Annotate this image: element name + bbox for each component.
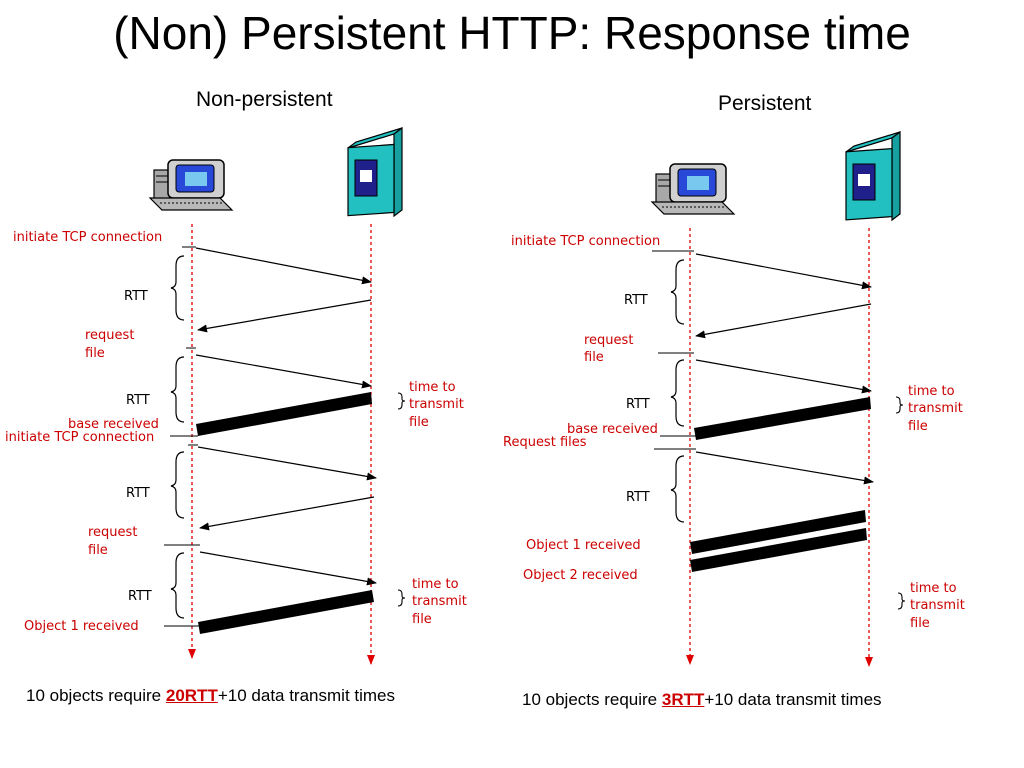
request-arrow: [695, 359, 872, 394]
rtt-label: RTT: [126, 486, 150, 501]
summary-rtt-count: 3RTT: [661, 690, 705, 709]
syn-arrow: [197, 446, 377, 481]
request-arrow: [195, 354, 372, 389]
rtt-label: RTT: [128, 589, 152, 604]
rtt-label: RTT: [624, 293, 648, 308]
request-file-label: request: [85, 328, 135, 343]
synack-arrow: [197, 299, 372, 333]
synack-arrow: [695, 303, 872, 339]
transmit-brace: [397, 392, 406, 410]
syn-arrow: [695, 253, 872, 290]
base-received-label: base received: [567, 422, 658, 437]
left-summary: 10 objects require 20RTT+10 data transmi…: [26, 686, 395, 706]
syn-arrow: [195, 247, 372, 285]
request-file-label-2: file: [85, 346, 105, 361]
client-computer-icon: [650, 163, 736, 215]
slide-title: (Non) Persistent HTTP: Response time: [113, 7, 911, 59]
transmit-brace: [397, 589, 406, 607]
time-to-transmit-label-2: transmit: [910, 598, 965, 613]
rtt-label: RTT: [626, 490, 650, 505]
rtt-brace: [170, 552, 185, 619]
rtt-brace: [670, 359, 685, 427]
initiate-tcp-label: initiate TCP connection: [5, 430, 155, 445]
time-to-transmit-label-2: transmit: [908, 401, 963, 416]
right-summary: 10 objects require 3RTT+10 data transmit…: [522, 690, 882, 710]
request-file-label: request: [584, 333, 634, 348]
file-transfer-bar: [196, 392, 372, 436]
time-to-transmit-label-3: file: [908, 419, 928, 434]
rtt-label: RTT: [124, 289, 148, 304]
object2-transfer-bar: [690, 528, 867, 572]
time-to-transmit-label: time to: [908, 384, 955, 399]
summary-text-post: +10 data transmit times: [217, 686, 396, 705]
summary-rtt-count: 20RTT: [165, 686, 218, 705]
rtt-brace: [670, 455, 685, 523]
request-file-label-2: file: [88, 543, 108, 558]
summary-text-post: +10 data transmit times: [704, 690, 882, 709]
request-arrow: [199, 551, 377, 586]
time-to-transmit-label-3: file: [409, 415, 429, 430]
initiate-tcp-label: initiate TCP connection: [511, 234, 661, 249]
time-to-transmit-label: time to: [412, 577, 459, 592]
transmit-brace: [895, 396, 904, 414]
time-to-transmit-label: time to: [910, 581, 957, 596]
object1-transfer-bar: [690, 510, 866, 554]
time-to-transmit-label-3: file: [412, 612, 432, 627]
object1-received-label: Object 1 received: [526, 538, 641, 553]
time-to-transmit-label-2: transmit: [409, 397, 464, 412]
object1-received-label: Object 1 received: [24, 619, 139, 634]
server-tower-icon: [845, 130, 901, 222]
left-heading: Non-persistent: [196, 88, 333, 111]
time-to-transmit-label: time to: [409, 380, 456, 395]
rtt-label: RTT: [626, 397, 650, 412]
initiate-tcp-label: initiate TCP connection: [13, 230, 163, 245]
rtt-brace: [670, 259, 685, 325]
request-files-arrow: [695, 451, 874, 485]
server-tower-icon: [347, 126, 403, 218]
file-transfer-bar: [694, 397, 871, 440]
time-to-transmit-label-3: file: [910, 616, 930, 631]
client-computer-icon: [148, 159, 234, 211]
synack-arrow: [199, 496, 375, 531]
rtt-brace: [170, 255, 185, 321]
file-transfer-bar: [198, 590, 374, 634]
rtt-label: RTT: [126, 393, 150, 408]
rtt-brace: [170, 356, 185, 423]
request-files-label: Request files: [503, 435, 587, 450]
summary-text-pre: 10 objects require: [26, 686, 166, 705]
base-received-label: base received: [68, 417, 159, 432]
time-to-transmit-label-2: transmit: [412, 594, 467, 609]
object2-received-label: Object 2 received: [523, 568, 638, 583]
request-file-label: request: [88, 525, 138, 540]
summary-text-pre: 10 objects require: [522, 690, 662, 709]
rtt-brace: [170, 451, 185, 519]
right-heading: Persistent: [718, 92, 812, 115]
request-file-label-2: file: [584, 350, 604, 365]
transmit-brace: [897, 592, 906, 610]
